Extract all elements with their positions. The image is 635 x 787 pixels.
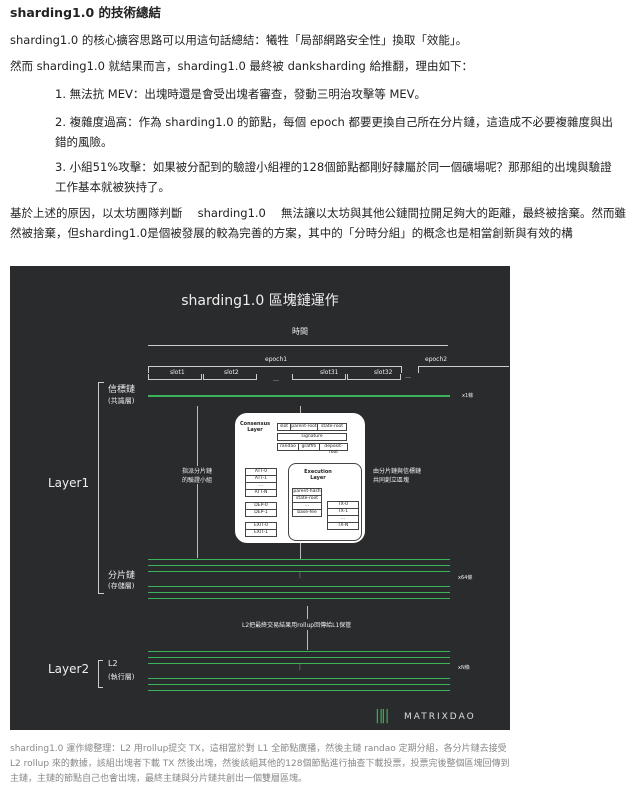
sharding-diagram: sharding1.0 區塊鏈運作 時間 epoch1 epoch2 slot1… <box>10 266 510 730</box>
epoch2-bracket <box>418 366 509 373</box>
epoch1-label: epoch1 <box>265 356 288 363</box>
slot-bracket <box>292 374 346 380</box>
field: state-root <box>317 423 347 431</box>
shard-line <box>148 559 450 560</box>
slot-label: slot1 <box>170 369 185 376</box>
field: parent-root <box>290 423 318 431</box>
l2-line <box>148 690 450 691</box>
diagram-title: sharding1.0 區塊鏈運作 <box>181 293 339 309</box>
field: randao <box>277 443 299 451</box>
slot-label: … <box>273 376 279 383</box>
slot-label: slot31 <box>320 369 339 376</box>
layer1-bracket <box>98 382 104 594</box>
time-arrow <box>148 345 448 346</box>
section-heading: sharding1.0 的技術總結 <box>10 5 162 20</box>
l2-line <box>148 684 450 685</box>
paragraph: 基於上述的原因，以太坊團隊判斷 sharding1.0 無法讓以太坊與其他公鏈間… <box>10 206 627 240</box>
create-note: 由分片鏈與信標鏈 共同創立區塊 <box>373 468 422 484</box>
layer1-label: Layer1 <box>48 476 90 490</box>
field: base-fee <box>292 509 322 517</box>
epoch2-label: epoch2 <box>425 356 448 363</box>
l2-label: L2 <box>108 659 118 668</box>
shard-line <box>148 586 450 587</box>
field: TX-N <box>327 522 359 530</box>
execution-layer: Execution Layer parent-hash state-root .… <box>288 463 362 541</box>
layer2-bracket <box>98 660 103 688</box>
assign-note: 指派分片鏈 的驗證小組 <box>182 466 213 484</box>
matrixdao-logo-icon: |‖| <box>375 708 389 724</box>
l2-line <box>148 651 450 652</box>
field: signature <box>277 433 347 441</box>
shard-line <box>148 565 450 566</box>
epoch1-bracket <box>148 366 402 373</box>
shard-count: x64條 <box>458 575 473 581</box>
connector <box>300 541 301 559</box>
beacon-chain-sub: (共識層) <box>108 397 135 405</box>
slot-label: … <box>405 373 411 380</box>
slot-bracket <box>148 374 202 380</box>
paragraph: sharding1.0 的核心擴容思路可以用這句話總結：犧牲「局部網路安全性」換… <box>10 33 468 47</box>
slot-bracket <box>347 374 401 380</box>
field: slot <box>277 423 291 431</box>
consensus-layer-label: Consensus Layer <box>240 421 271 433</box>
block-structure: Consensus Layer slot parent-root state-r… <box>235 413 365 543</box>
l2-line <box>148 657 450 658</box>
matrixdao-logo: MATRIXDAO <box>404 712 476 722</box>
layer2-label: Layer2 <box>48 662 90 676</box>
field: graffiti <box>298 443 320 451</box>
slot-bracket <box>203 374 257 380</box>
slot-label: slot2 <box>224 369 239 376</box>
slot-label: slot32 <box>374 369 393 376</box>
dots: ⋮ <box>297 664 303 671</box>
connector <box>300 406 301 416</box>
field: deposit-root <box>319 443 348 455</box>
shard-chain-label: 分片鏈 <box>108 571 136 581</box>
shard-chain-sub: (存儲層) <box>108 582 135 590</box>
field: EXIT-1 <box>245 529 277 537</box>
list-item: 1. 無法抗 MEV：出塊時還是會受出塊者審查，發動三明治攻擊等 MEV。 <box>55 87 427 101</box>
l2-line <box>148 663 450 664</box>
list-item: 3. 小組51%攻擊：如果被分配到的驗證小組裡的128個節點都剛好隸屬於同一個礦… <box>55 160 612 194</box>
l2-count: xN條 <box>458 665 470 671</box>
list-item: 2. 複雜度過高：作為 sharding1.0 的節點，每個 epoch 都要更… <box>55 115 613 149</box>
shard-line <box>148 592 450 593</box>
shard-line <box>148 598 450 599</box>
beacon-chain-line <box>148 395 450 397</box>
l2-line <box>148 678 450 679</box>
rollup-note: L2把最終交易結果用rollup回傳給L1保管 <box>242 619 352 630</box>
time-label: 時間 <box>292 327 308 336</box>
shard-line <box>148 571 450 572</box>
field: ATT-N <box>245 489 277 497</box>
field: DEP-1 <box>245 509 277 517</box>
paragraph: 然而 sharding1.0 就結果而言，sharding1.0 最終被 dan… <box>10 59 473 73</box>
dots: ⋮ <box>297 572 303 579</box>
l2-sub: (執行層) <box>108 673 135 681</box>
execution-layer-label: Execution Layer <box>304 469 332 481</box>
beacon-chain-label: 信標鏈 <box>108 385 136 395</box>
beacon-count: x1條 <box>462 393 474 399</box>
figure-caption: sharding1.0 運作總整理：L2 用rollup提交 TX，這相當於對 … <box>10 744 510 784</box>
